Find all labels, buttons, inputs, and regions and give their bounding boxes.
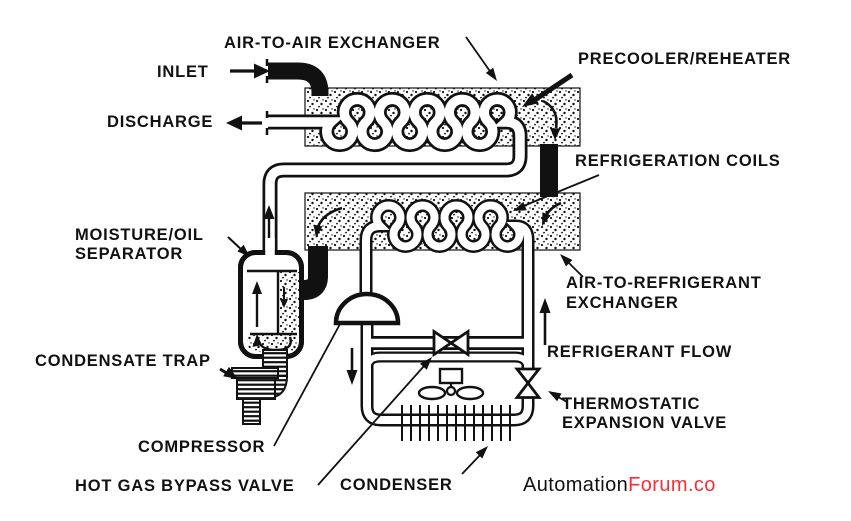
label-refrigeration-coils: REFRIGERATION COILS [575,152,781,170]
compressor-dome [333,291,401,326]
label-refrigerant-flow: REFRIGERANT FLOW [547,343,733,361]
label-air-to-air-exchanger: AIR-TO-AIR EXCHANGER [224,34,441,52]
watermark: AutomationForum.co [523,474,716,497]
pointer-hot-gas-bypass [317,357,432,486]
pointer-precooler [522,72,574,107]
discharge-flow-arrow [226,115,262,131]
box2-left-flow-arrow [313,206,343,238]
label-condensate-trap: CONDENSATE TRAP [35,352,211,370]
separator-up-arrow [252,281,262,327]
pointer-air-to-refrigerant [560,254,584,278]
label-thermostatic-1: THERMOSTATIC [562,395,701,413]
separator-inlet-duct [299,246,328,300]
condensate-trap-fitting [231,349,289,425]
pointer-refrigeration-coils [513,174,600,211]
pointer-condensate-trap [219,366,238,379]
thermostatic-expansion-valve-icon [514,367,542,399]
label-moisture-oil-2: SEPARATOR [75,245,184,263]
condenser-fins [401,405,511,441]
condenser-fan-icon [417,367,485,401]
pointer-air-to-air [465,36,497,81]
pointer-moisture-oil [227,236,250,257]
separator-down-arrow [280,287,288,308]
refrigerant-up-arrow [539,298,551,345]
watermark-red: Forum.co [628,474,716,496]
label-air-to-refrigerant-1: AIR-TO-REFRIGERANT [566,274,762,292]
pointer-compressor [273,323,341,447]
label-compressor: COMPRESSOR [138,438,266,456]
label-precooler-reheater: PRECOOLER/REHEATER [578,50,792,68]
hot-gas-bypass-valve-icon [432,328,470,358]
watermark-black: Automation [523,474,629,496]
duct-down-arrow [542,99,561,140]
pointer-expansion-valve [548,391,568,403]
label-discharge: DISCHARGE [107,113,214,131]
pointer-condenser [461,446,488,475]
box2-right-flow-arrow [542,201,562,226]
pipe-casings [262,91,535,427]
inlet-pipe [268,62,329,96]
label-thermostatic-2: EXPANSION VALVE [562,414,728,432]
riser-up-arrow [263,205,275,238]
label-moisture-oil-1: MOISTURE/OIL [75,226,204,244]
label-condenser: CONDENSER [340,476,453,494]
pipe-cores [265,94,532,424]
label-air-to-refrigerant-2: EXCHANGER [566,294,679,312]
label-hot-gas-bypass-valve: HOT GAS BYPASS VALVE [75,477,295,495]
inlet-flow-arrow [230,63,270,79]
refrigerant-down-arrow [346,348,358,385]
label-inlet: INLET [157,63,209,81]
